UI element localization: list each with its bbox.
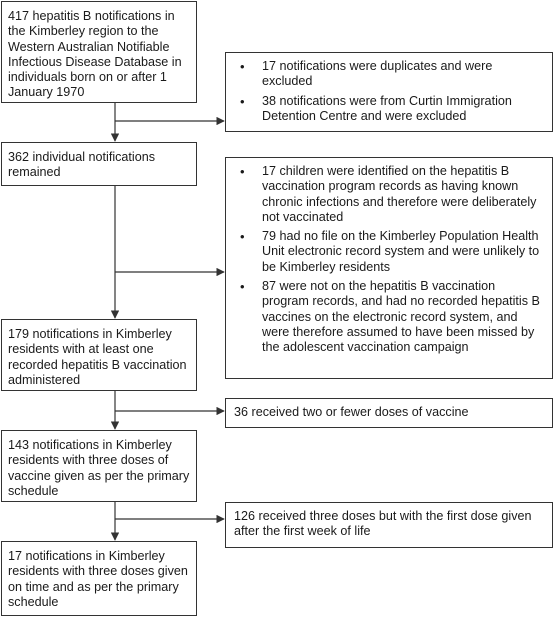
step1-box: 417 hepatitis B notifications in the Kim… xyxy=(1,1,197,103)
exclusion3-text: 36 received two or fewer doses of vaccin… xyxy=(234,405,469,419)
step4-box: 143 notifications in Kimberley residents… xyxy=(1,430,197,502)
exclusion1-item: 38 notifications were from Curtin Immigr… xyxy=(240,94,544,125)
exclusion1-box: 17 notifications were duplicates and wer… xyxy=(225,52,553,132)
exclusion2-item: 17 children were identified on the hepat… xyxy=(240,164,544,225)
step2-box: 362 individual notifications remained xyxy=(1,142,197,186)
exclusion2-item: 87 were not on the hepatitis B vaccinati… xyxy=(240,279,544,355)
step3-box: 179 notifications in Kimberley residents… xyxy=(1,319,197,391)
step4-text: 143 notifications in Kimberley residents… xyxy=(8,438,190,498)
exclusion2-box: 17 children were identified on the hepat… xyxy=(225,157,553,379)
exclusion4-box: 126 received three doses but with the fi… xyxy=(225,502,553,548)
step5-text: 17 notifications in Kimberley residents … xyxy=(8,549,188,609)
step1-text: 417 hepatitis B notifications in the Kim… xyxy=(8,9,182,100)
exclusion3-box: 36 received two or fewer doses of vaccin… xyxy=(225,398,553,428)
exclusion2-list: 17 children were identified on the hepat… xyxy=(234,164,544,356)
step3-text: 179 notifications in Kimberley residents… xyxy=(8,327,187,387)
exclusion2-item: 79 had no file on the Kimberley Populati… xyxy=(240,229,544,275)
exclusion4-text: 126 received three doses but with the fi… xyxy=(234,509,532,539)
exclusion1-item: 17 notifications were duplicates and wer… xyxy=(240,59,544,90)
step5-box: 17 notifications in Kimberley residents … xyxy=(1,541,197,616)
exclusion1-list: 17 notifications were duplicates and wer… xyxy=(234,59,544,124)
step2-text: 362 individual notifications remained xyxy=(8,150,156,180)
